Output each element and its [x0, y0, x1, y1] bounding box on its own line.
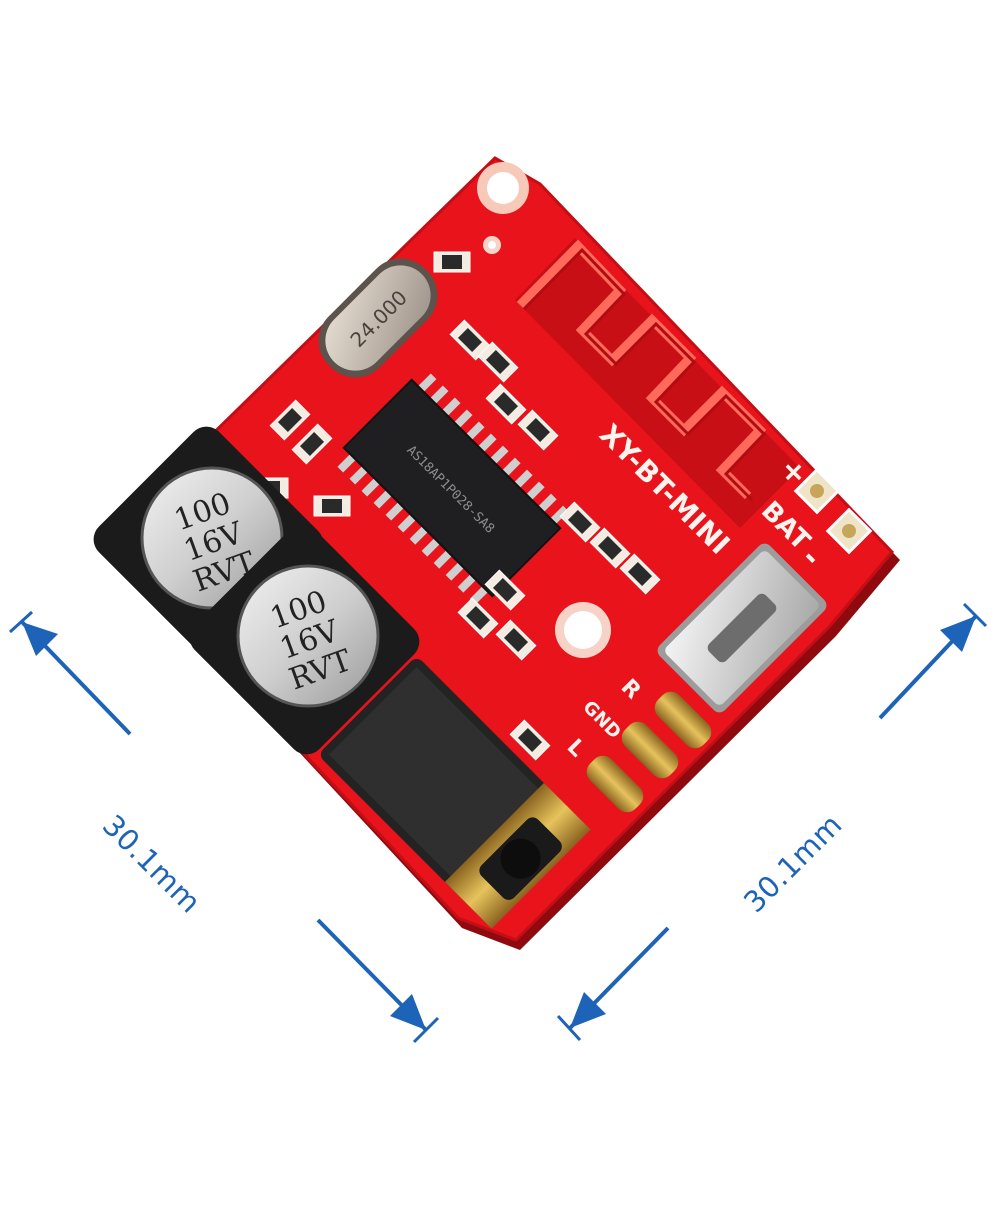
smd-part: [619, 553, 661, 595]
chip-pin: [442, 397, 461, 416]
chip-pin: [337, 454, 356, 473]
chip-pin: [550, 505, 569, 525]
chip-pin: [373, 490, 392, 509]
chip-pin: [445, 562, 465, 581]
chip-pin: [409, 526, 428, 545]
audio-jack: [320, 658, 591, 929]
chip-pin: [397, 514, 416, 533]
dim-left-tick-bottom: [412, 1016, 440, 1044]
chip-pin: [478, 433, 497, 452]
smd-part: [313, 495, 351, 517]
smd-part: [517, 409, 559, 451]
smd-part: [433, 251, 471, 273]
chip-pin: [490, 445, 509, 464]
chip-pin: [349, 466, 368, 485]
smd-part: [509, 719, 551, 761]
chip-pin: [418, 373, 437, 392]
smd-part: [559, 501, 601, 543]
dim-right-tick-bottom: [556, 1014, 582, 1042]
dim-left-arrowhead-top: [22, 622, 58, 656]
chip-pin: [502, 457, 521, 476]
smd-part: [485, 383, 527, 425]
smd-part: [484, 569, 526, 611]
chip-pin: [361, 478, 380, 497]
chip-pin: [514, 469, 533, 488]
chip-pin: [421, 538, 440, 557]
chip-pin: [457, 574, 477, 593]
chip-pin: [430, 385, 449, 404]
chip-pin: [385, 502, 404, 521]
chip-pin: [538, 493, 557, 513]
bat-pads: [793, 467, 873, 555]
smd-part: [495, 619, 537, 661]
antenna-trace: [515, 238, 800, 528]
main-ic-chip: AS18AP1P028-SA8: [337, 373, 569, 605]
smd-part: [291, 423, 333, 465]
micro-usb-port: [657, 543, 827, 713]
smd-components: [251, 251, 661, 761]
smd-part: [457, 597, 499, 639]
smd-part: [477, 341, 519, 383]
dim-left-arrowhead-bottom: [390, 994, 426, 1030]
chip-pin: [433, 550, 452, 569]
dim-left-tick-top: [8, 610, 34, 634]
electrolytic-capacitor-2: 100 16V RVT: [189, 524, 420, 755]
chip-pin: [466, 421, 485, 440]
dim-right-arrowhead-bottom: [570, 992, 606, 1028]
smd-part: [269, 399, 311, 441]
audio-out-pads: [586, 691, 712, 813]
crystal-oscillator: 24.000: [318, 258, 438, 378]
chip-pin: [526, 481, 545, 501]
dim-right-arrowhead-top: [940, 616, 976, 652]
dimension-arrows: [8, 602, 988, 1044]
dim-right-tick-top: [962, 602, 988, 628]
chip-pin: [454, 409, 473, 428]
smd-part: [589, 527, 631, 569]
chip-pins: [337, 373, 569, 605]
mounting-holes: [477, 162, 611, 658]
